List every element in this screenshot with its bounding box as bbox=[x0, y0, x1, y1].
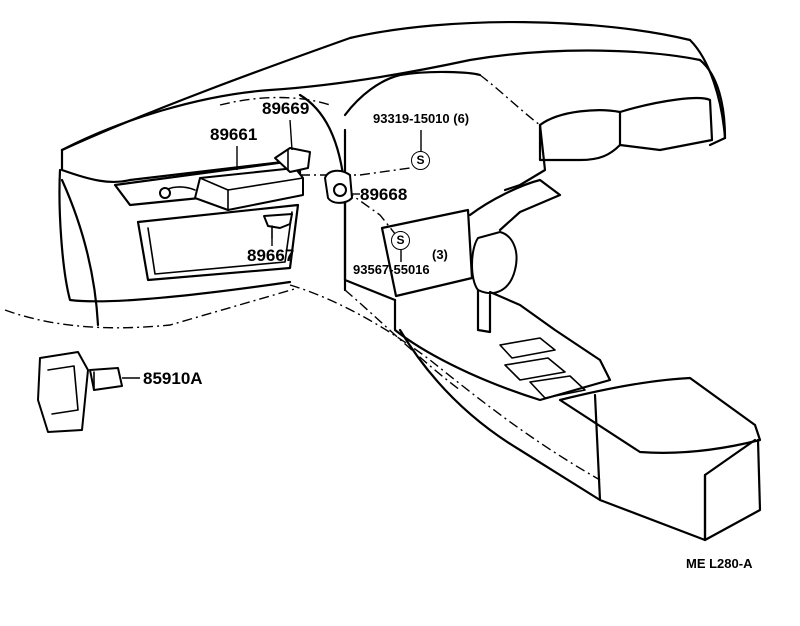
left-door-edge bbox=[60, 178, 100, 327]
cluster-left bbox=[503, 123, 547, 192]
left-upper-dash bbox=[219, 96, 331, 106]
pillar-right bbox=[343, 70, 482, 117]
wire-dash-2 bbox=[344, 189, 401, 241]
standard-part-icon: S bbox=[411, 151, 430, 170]
label-93319: 93319-15010 (6) bbox=[373, 111, 470, 126]
diagram-code: ME L280-A bbox=[686, 556, 753, 571]
dash-upper-edge bbox=[60, 49, 702, 152]
label-85910A: 85910A bbox=[143, 369, 203, 388]
dash-right-cowl bbox=[698, 58, 727, 147]
label-89667: 89667 bbox=[247, 246, 295, 265]
label-93567-qty: (3) bbox=[432, 247, 448, 262]
shift-lever bbox=[476, 288, 492, 334]
console-rear-side bbox=[703, 438, 762, 542]
cluster-hood bbox=[538, 109, 622, 162]
ecu-89661 bbox=[159, 167, 304, 211]
bracket-89667 bbox=[263, 213, 293, 239]
wire-dash-1 bbox=[300, 167, 411, 176]
label-89661: 89661 bbox=[210, 125, 258, 144]
console-slot3 bbox=[529, 375, 586, 399]
console-slot2 bbox=[504, 357, 566, 381]
label-89669: 89669 bbox=[262, 99, 310, 118]
dash-lower-face bbox=[58, 168, 292, 303]
console-rear-body bbox=[593, 393, 757, 542]
dash-front-face bbox=[60, 148, 302, 184]
console-slot1 bbox=[499, 337, 556, 359]
standard-part-icon: S bbox=[391, 231, 410, 250]
glovebox-inner bbox=[147, 211, 293, 275]
shifter-neck bbox=[468, 178, 562, 232]
sensor-89669 bbox=[274, 147, 311, 173]
floor-center-dash bbox=[289, 284, 601, 481]
connector-89668 bbox=[324, 169, 353, 204]
right-dash bbox=[479, 74, 541, 126]
floor-dashline bbox=[4, 287, 299, 329]
shift-knob bbox=[471, 231, 518, 295]
label-93567: 93567-55016 bbox=[353, 262, 430, 277]
glovebox-panel bbox=[136, 203, 300, 282]
label-89668: 89668 bbox=[360, 185, 408, 204]
console-rear-lid bbox=[558, 376, 762, 454]
console-top-panel bbox=[380, 208, 474, 298]
console-floor-edge bbox=[398, 328, 602, 502]
relay-85910A bbox=[37, 351, 123, 433]
tunnel-dash bbox=[344, 289, 461, 391]
dash-top-outline bbox=[60, 20, 727, 152]
leader-89669 bbox=[289, 119, 293, 151]
cluster-right bbox=[618, 97, 714, 152]
